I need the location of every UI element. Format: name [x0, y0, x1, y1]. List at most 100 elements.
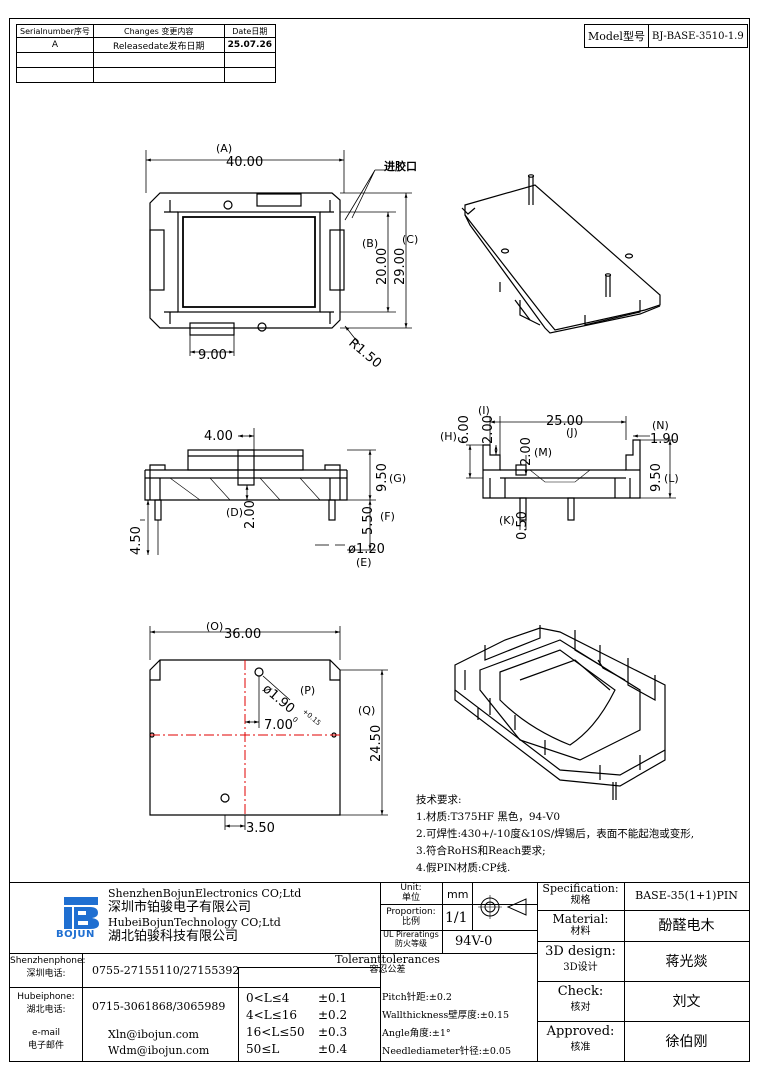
tolerance-note: Wallthickness壁厚度:±0.15 [382, 1010, 510, 1021]
tolerance-value: ±0.2 [318, 1008, 348, 1022]
dim-value-m: 2.00 [519, 437, 534, 466]
dim-value-seven: 7.00 [264, 718, 293, 733]
dim-label-i: (I) [478, 404, 490, 417]
unit-label: Unit: 单位 [380, 883, 442, 904]
email-2: Wdm@ibojun.com [108, 1044, 210, 1057]
tolerance-note: Angle角度:±1° [382, 1028, 451, 1039]
company-name-en-1: ShenzhenBojunElectronics CO;Ltd [108, 887, 302, 900]
contact-label-en: e-mail [31, 1028, 61, 1038]
check-label-en: Check: [557, 984, 604, 999]
table-row [16, 67, 277, 83]
tolerance-note: Needlediameter针径:±0.05 [382, 1046, 512, 1057]
top-view-dims [145, 150, 412, 356]
title-block: BOJUN ShenzhenBojunElectronics CO;Ltd 深圳… [10, 882, 749, 1062]
dim-label-h: (H) [440, 430, 457, 443]
unit-value: mm [447, 888, 469, 901]
table-row: A Releasedate发布日期 25.07.26 [16, 37, 277, 53]
approved-label-cn: 核准 [570, 1042, 591, 1054]
contact-label-hb: Hubeiphone: 湖北电话: [10, 992, 82, 1016]
spec-label-en: Specification: [542, 882, 619, 895]
contact-label-sz: Shenzhenphone: 深圳电话: [10, 956, 86, 980]
spec-label-cn: 规格 [570, 895, 591, 907]
approved-value: 徐伯刚 [665, 1034, 708, 1050]
dim-value-b: 20.00 [375, 248, 390, 285]
contact-label-en: Hubeiphone: [17, 992, 75, 1002]
dim-label-e: (E) [356, 556, 372, 569]
ul-label-en: UL Pireratings [383, 930, 439, 939]
dim-value-n: 1.90 [650, 432, 679, 447]
requirement-item: 3.符合RoHS和Reach要求; [416, 845, 546, 857]
dim-label-k: (K) [499, 514, 515, 527]
dim-tol-plus: +0.15 [301, 707, 323, 727]
revision-table: Serialnumber序号 Changes 变更内容 Date日期 A Rel… [16, 24, 277, 83]
company-name-cn-2: 湖北铂骏科技有限公司 [108, 929, 239, 944]
spec-label: Specification: 规格 [537, 882, 624, 907]
tolerance-title: Toleranttolerances 容忍公差 [238, 953, 537, 976]
company-name-en-2: HubeiBojunTechnology CO;Ltd [108, 916, 281, 929]
approved-label: Approved: 核准 [537, 1024, 624, 1054]
model-table: Model型号 BJ-BASE-3510-1.9 [584, 24, 748, 48]
tolerance-values: ±0.1 ±0.2 ±0.3 ±0.4 [318, 990, 347, 1058]
model-value: BJ-BASE-3510-1.9 [647, 24, 748, 48]
iso-view-bottom [454, 625, 666, 800]
front-view-dims [140, 428, 376, 555]
requirement-item: 2.可焊性:430+/-10度&10S/焊锡后，表面不能起泡或变形, [416, 828, 695, 840]
dim-value-l: 9.50 [649, 463, 664, 492]
ul-label-cn: 防火等级 [395, 938, 427, 948]
company-name-cn-1: 深圳市铂骏电子有限公司 [108, 900, 252, 915]
sheet-frame [9, 18, 750, 1062]
requirement-item: 1.材质:T375HF 黑色，94-V0 [416, 811, 561, 823]
contact-value-sz: 0755-27155110/27155392 [92, 964, 240, 977]
proportion-label-cn: 比例 [401, 916, 420, 927]
contact-label-cn: 电子邮件 [27, 1040, 64, 1051]
model-label: Model型号 [584, 24, 649, 48]
side-view-dims [466, 416, 676, 530]
dim-label-g: (G) [389, 472, 406, 485]
dim-value-h: 6.00 [457, 415, 472, 444]
dim-label-p: (P) [300, 684, 315, 697]
company-logo: BOJUN [56, 893, 102, 945]
dim-label-n: (N) [652, 419, 669, 432]
table-row [16, 52, 277, 68]
proportion-value: 1/1 [445, 910, 468, 926]
material-value: 酚醛电木 [658, 918, 715, 934]
dim-value-dia: ø1.20 [348, 542, 385, 557]
logo-text: BOJUN [56, 929, 95, 940]
tolerance-range: 0<L≤4 [246, 991, 290, 1005]
tolerance-value: ±0.1 [318, 991, 348, 1005]
tolerance-title-cn: 容忍公差 [369, 965, 406, 976]
dim-tol-minus: 0 [291, 715, 300, 724]
dim-label-a: (A) [216, 142, 232, 155]
dim-label-d: (D) [226, 506, 243, 519]
dim-value-pin-len: 4.50 [129, 526, 144, 555]
material-label: Material: 材料 [537, 912, 624, 937]
tolerance-range: 4<L≤16 [246, 1008, 297, 1022]
ul-value: 94V-0 [455, 934, 493, 949]
check-label: Check: 核对 [537, 984, 624, 1014]
contact-value-hb: 0715-3061868/3065989 [92, 1000, 226, 1013]
tolerance-value: ±0.4 [318, 1042, 348, 1056]
tolerance-title-en: Toleranttolerances [335, 953, 440, 966]
tolerance-note: Pitch针距:±0.2 [382, 992, 452, 1003]
dim-label-m: (M) [534, 446, 552, 459]
contact-label-en: Shenzhenphone: [10, 956, 86, 966]
projection-symbol-icon [476, 895, 532, 927]
proportion-label: Proportion: 比例 [380, 907, 442, 928]
dim-value-hole: ø1.90 [259, 682, 297, 717]
bottom-view-dims [149, 626, 388, 830]
check-value: 刘文 [672, 994, 701, 1010]
check-label-cn: 核对 [570, 1002, 591, 1014]
unit-label-en: Unit: [400, 883, 422, 893]
dim-label-o: (O) [206, 620, 223, 633]
technical-drawings: (A) 40.00 进胶口 (B) 20.00 (C) 29.00 9.00 R… [129, 142, 679, 836]
dim-value-g: 9.50 [375, 463, 390, 492]
dimension-labels: (A) 40.00 进胶口 (B) 20.00 (C) 29.00 9.00 R… [129, 142, 679, 836]
dim-value-i: 2.00 [481, 415, 496, 444]
dim-value-a: 40.00 [226, 155, 263, 170]
requirements-title: 技术要求: [416, 794, 462, 806]
design-value: 蒋光燚 [665, 954, 708, 970]
proportion-label-en: Proportion: [386, 907, 436, 917]
dim-label-l: (L) [664, 472, 679, 485]
tolerance-range: 50≤L [246, 1042, 280, 1056]
